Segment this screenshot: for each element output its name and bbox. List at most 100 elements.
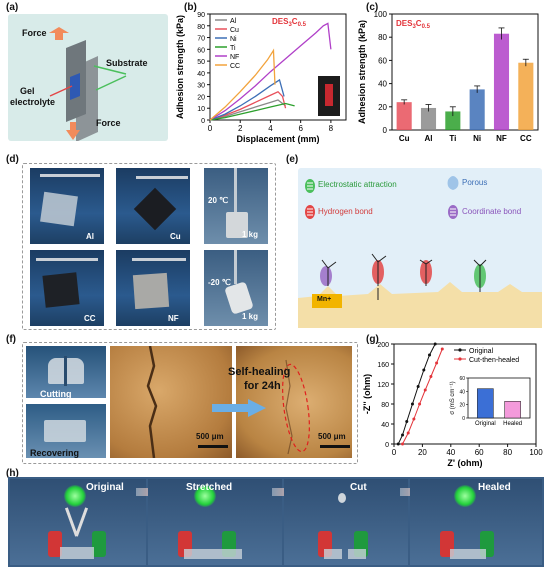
force-down-arrow [66,122,80,140]
legend-label-ni: Ni [230,36,237,43]
y-tick-label-b: 90 [197,12,205,19]
series-point-g-0 [401,433,405,437]
micrograph-cut [110,346,232,458]
y-tick-label-b: 10 [197,106,205,113]
x-tick-label-g: 60 [475,448,484,457]
series-line-g-0 [397,343,436,445]
y-tick-label-g: 120 [377,382,389,389]
bar-cu [396,102,412,130]
legend-coordinate-bond: Coordinate bond [462,207,522,216]
x-tick-label-b: 8 [329,124,334,133]
force-up-arrow [49,27,69,40]
plot-frame-c [391,13,539,131]
substrate-pointer-1 [93,65,127,75]
plot-frame-g [393,343,537,445]
y-tick-label-c: 60 [378,56,387,65]
legend-electrostatic: Electrostatic attraction [318,180,397,189]
legend-marker-g-0 [458,348,462,352]
x-tick-label-b: 2 [238,124,243,133]
legend-porous: Porous [462,178,488,187]
y-tick-label-b: 70 [197,36,205,43]
bar-nf [493,33,510,130]
photo-cu [116,168,190,244]
x-tick-label-c: NF [496,134,507,143]
temp-minus20c-label: -20 ℃ [208,278,231,287]
series-point-g-1 [440,347,444,351]
photo-stretched-led [148,479,282,565]
panel-a-label: (a) [6,2,19,13]
healing-arrow [212,399,268,422]
series-point-g-0 [422,368,426,372]
micrograph-healed [236,346,352,458]
series-point-g-1 [401,442,405,446]
x-tick-label-b: 0 [208,124,213,133]
photo-weight-20c [204,168,268,244]
panel-h-label: (h) [6,468,19,479]
gel-pointer [49,85,73,97]
annotation-b: DES3C0.5 [272,17,307,28]
x-tick-label-g: 80 [503,448,512,457]
series-line-nf [209,22,332,121]
x-tick-label-c: Ni [473,134,481,143]
photo-label-cu: Cu [170,232,181,241]
series-line-al [209,99,286,121]
series-point-g-0 [433,342,437,346]
scale-bar-2-label: 500 μm [318,432,346,441]
photo-label-nf: NF [168,314,179,323]
x-tick-label-c: Al [425,134,433,143]
inset-y-tick-label-g: 20 [459,403,465,409]
inset-y-axis-label-g: σ (mS cm⁻¹) [450,381,456,414]
photo-healed-led [410,479,542,565]
panel-f-label: (f) [6,334,16,345]
inset-bar-healed [504,401,521,419]
y-tick-label-b: 60 [197,47,205,54]
x-axis-label-b: Displacement (mm) [236,134,319,144]
y-tick-label-b: 20 [197,94,205,101]
photo-original-led [10,479,146,565]
y-tick-label-c: 40 [378,80,387,89]
healing-label-1: Self-healing [228,366,291,378]
scale-bar-1 [198,445,228,448]
series-line-cu [209,90,287,121]
legend-label-g-0: Original [469,348,494,355]
x-tick-label-g: 0 [392,448,397,457]
y-tick-label-c: 100 [374,10,388,19]
inset-y-tick-label-g: 0 [462,416,465,422]
gel-label-2: electrolyte [10,97,56,107]
photo-recovering [26,404,106,458]
series-point-g-1 [418,402,422,406]
annotation-c: DES3C0.5 [396,19,431,30]
y-tick-label-g: 40 [381,422,389,429]
x-tick-label-c: CC [520,134,532,143]
x-tick-label-b: 4 [268,124,273,133]
series-point-g-1 [412,417,416,421]
x-tick-label-b: 6 [298,124,303,133]
series-point-g-0 [396,442,400,446]
y-tick-label-c: 80 [378,33,387,42]
x-tick-label-g: 100 [529,448,543,457]
y-axis-label-g: -Z'' (ohm) [362,374,372,414]
substrate-pointer-2 [95,75,127,91]
substrate-surface [298,282,542,328]
y-tick-label-b: 50 [197,59,205,66]
series-line-g-1 [402,348,443,445]
series-point-g-1 [429,375,433,378]
inset-y-tick-label-g: 60 [459,376,465,382]
y-axis-label-b: Adhesion strength (kPa) [175,15,185,119]
y-tick-label-g: 200 [377,342,389,349]
cutting-label: Cutting [40,389,72,399]
y-tick-label-b: 0 [201,118,205,125]
series-point-g-1 [406,431,410,435]
series-line-ti [209,102,295,121]
metal-ion-label: Mn+ [317,296,332,303]
panel-d-frame [22,163,276,330]
panel-b-label: (b) [184,2,197,13]
y-tick-label-g: 0 [385,442,389,449]
inset-photo-gel-b [325,84,333,106]
panel-f-frame [22,342,358,464]
weight-1kg-label-bottom: 1 kg [242,312,259,321]
legend-label-cc: CC [230,63,240,70]
y-tick-label-g: 80 [381,402,389,409]
